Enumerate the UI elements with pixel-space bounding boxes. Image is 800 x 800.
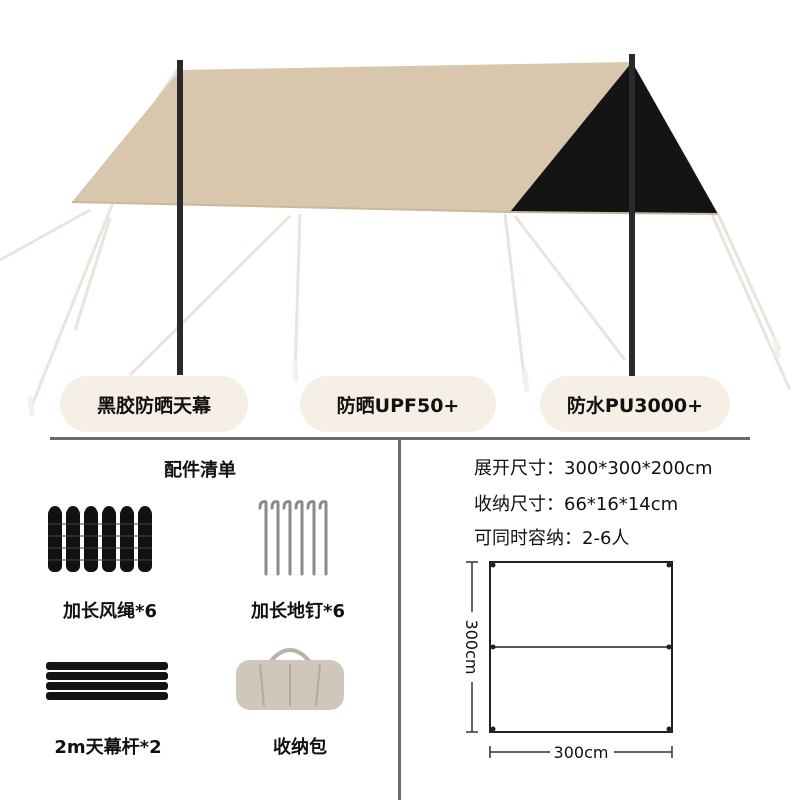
feature-label: 黑胶防晒天幕 [96, 394, 211, 417]
rope-bundle-icon [48, 506, 152, 572]
tent-pole-icon [46, 662, 168, 700]
tarp-tent-illustration [0, 54, 792, 417]
accessory-label-stake: 加长地钉*6 [251, 601, 345, 622]
tent-pole-right [629, 54, 635, 376]
feature-pill-upf: 防晒UPF50+ [300, 376, 496, 432]
canopy-dark-side [510, 62, 718, 214]
feature-pill-black-coating: 黑胶防晒天幕 [60, 376, 248, 432]
feature-label: 防水PU3000+ [566, 394, 704, 417]
diagram-width-label: 300cm [554, 743, 609, 762]
size-diagram: 300cm 300cm [458, 561, 673, 764]
spec-capacity: 可同时容纳：2-6人 [474, 528, 630, 549]
accessory-label-rope: 加长风绳*6 [63, 601, 157, 622]
diagram-height-label: 300cm [462, 620, 481, 675]
spec-unfolded-size: 展开尺寸：300*300*200cm [474, 458, 713, 479]
vertical-divider [398, 440, 401, 800]
horizontal-divider [50, 437, 750, 440]
accessory-label-pole: 2m天幕杆*2 [54, 737, 162, 758]
tent-pole-left [177, 60, 183, 375]
storage-bag-icon [236, 648, 344, 710]
spec-folded-size: 收纳尺寸：66*16*14cm [474, 494, 679, 515]
accessories-title: 配件清单 [164, 460, 236, 481]
canopy-top [72, 62, 632, 212]
ground-stake-icon [258, 500, 328, 576]
accessory-label-bag: 收纳包 [273, 737, 327, 758]
feature-pill-waterproof: 防水PU3000+ [540, 376, 730, 432]
feature-label: 防晒UPF50+ [336, 394, 460, 417]
